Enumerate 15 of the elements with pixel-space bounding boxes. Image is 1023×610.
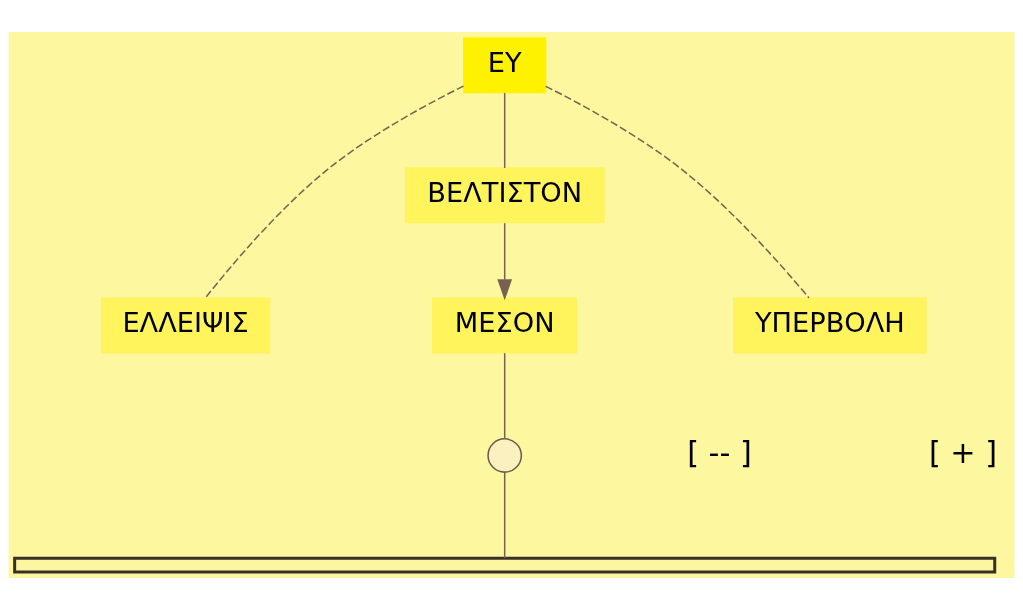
label: [ -- ]: [687, 435, 752, 471]
node-circle: [487, 438, 523, 473]
node-bar: [13, 556, 997, 574]
arrow: [497, 222, 513, 301]
connector: [545, 85, 810, 299]
node-box: ΜΕΣΟΝ: [432, 297, 578, 354]
connector: [503, 471, 506, 559]
node-box: ΕΛΛΕΙΨΙΣ: [100, 297, 271, 354]
connector: [204, 85, 465, 299]
connector: [503, 352, 506, 440]
node-box: ΕΥ: [463, 37, 547, 94]
node-box: ΥΠΕΡΒΟΛΗ: [733, 297, 927, 354]
label: [ + ]: [928, 435, 998, 471]
node-box: ΒΕΛΤΙΣΤΟΝ: [404, 167, 605, 224]
connector: [503, 92, 506, 169]
